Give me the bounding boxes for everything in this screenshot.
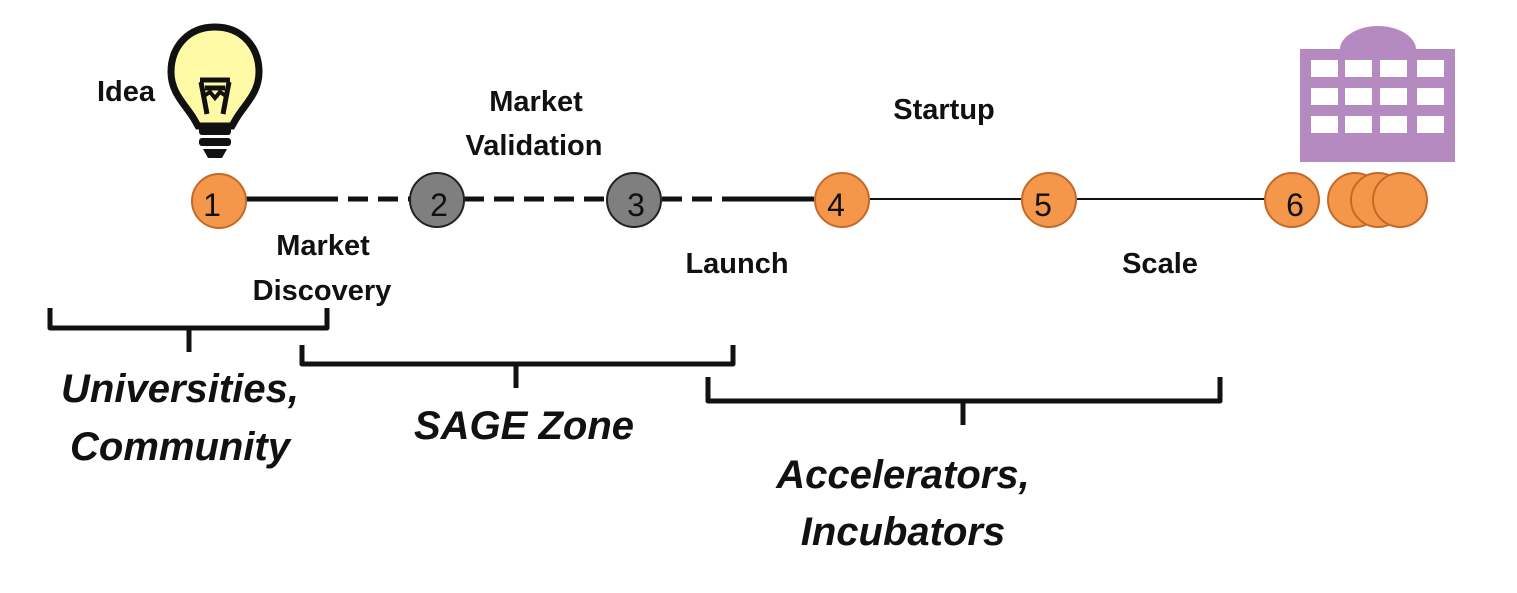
label-idea: Idea bbox=[97, 76, 156, 108]
brace-accelerators bbox=[705, 377, 1223, 425]
label-market-discovery-line1: Market bbox=[276, 230, 370, 262]
node-3-number: 3 bbox=[627, 187, 645, 223]
label-startup: Startup bbox=[893, 94, 995, 126]
label-market-validation-line2: Validation bbox=[466, 130, 603, 162]
group-sage-zone: SAGE Zone bbox=[414, 404, 634, 448]
node-1-number: 1 bbox=[203, 187, 221, 223]
coin-stack-circle-3 bbox=[1372, 172, 1428, 228]
label-market-discovery-line2: Discovery bbox=[253, 275, 392, 307]
lightbulb-icon bbox=[167, 23, 263, 158]
node-4-number: 4 bbox=[827, 187, 845, 223]
office-building-icon bbox=[1300, 26, 1455, 162]
node-5-circle bbox=[1021, 172, 1077, 228]
node-6-number: 6 bbox=[1286, 187, 1304, 223]
label-scale: Scale bbox=[1122, 248, 1198, 280]
node-3: 3 bbox=[606, 172, 662, 228]
brace-sage-zone bbox=[299, 345, 736, 388]
node-3-circle bbox=[606, 172, 662, 228]
group-universities-line1: Universities, bbox=[61, 367, 299, 411]
node-2: 2 bbox=[409, 172, 465, 228]
node-6: 6 bbox=[1264, 172, 1320, 228]
node-5: 5 bbox=[1021, 172, 1077, 228]
node-4: 4 bbox=[814, 172, 870, 228]
group-accelerators-line2: Incubators bbox=[801, 510, 1005, 554]
node-5-number: 5 bbox=[1034, 187, 1052, 223]
node-1-circle bbox=[191, 173, 247, 229]
coin-stack-icon bbox=[1327, 172, 1428, 228]
group-accelerators-line1: Accelerators, bbox=[775, 453, 1029, 497]
node-1: 1 bbox=[191, 173, 247, 229]
brace-universities bbox=[47, 308, 330, 352]
label-launch: Launch bbox=[685, 248, 788, 280]
node-4-circle bbox=[814, 172, 870, 228]
node-2-circle bbox=[409, 172, 465, 228]
node-6-circle bbox=[1264, 172, 1320, 228]
node-2-number: 2 bbox=[430, 187, 448, 223]
group-universities-line2: Community bbox=[70, 425, 292, 469]
label-market-validation-line1: Market bbox=[489, 86, 583, 118]
